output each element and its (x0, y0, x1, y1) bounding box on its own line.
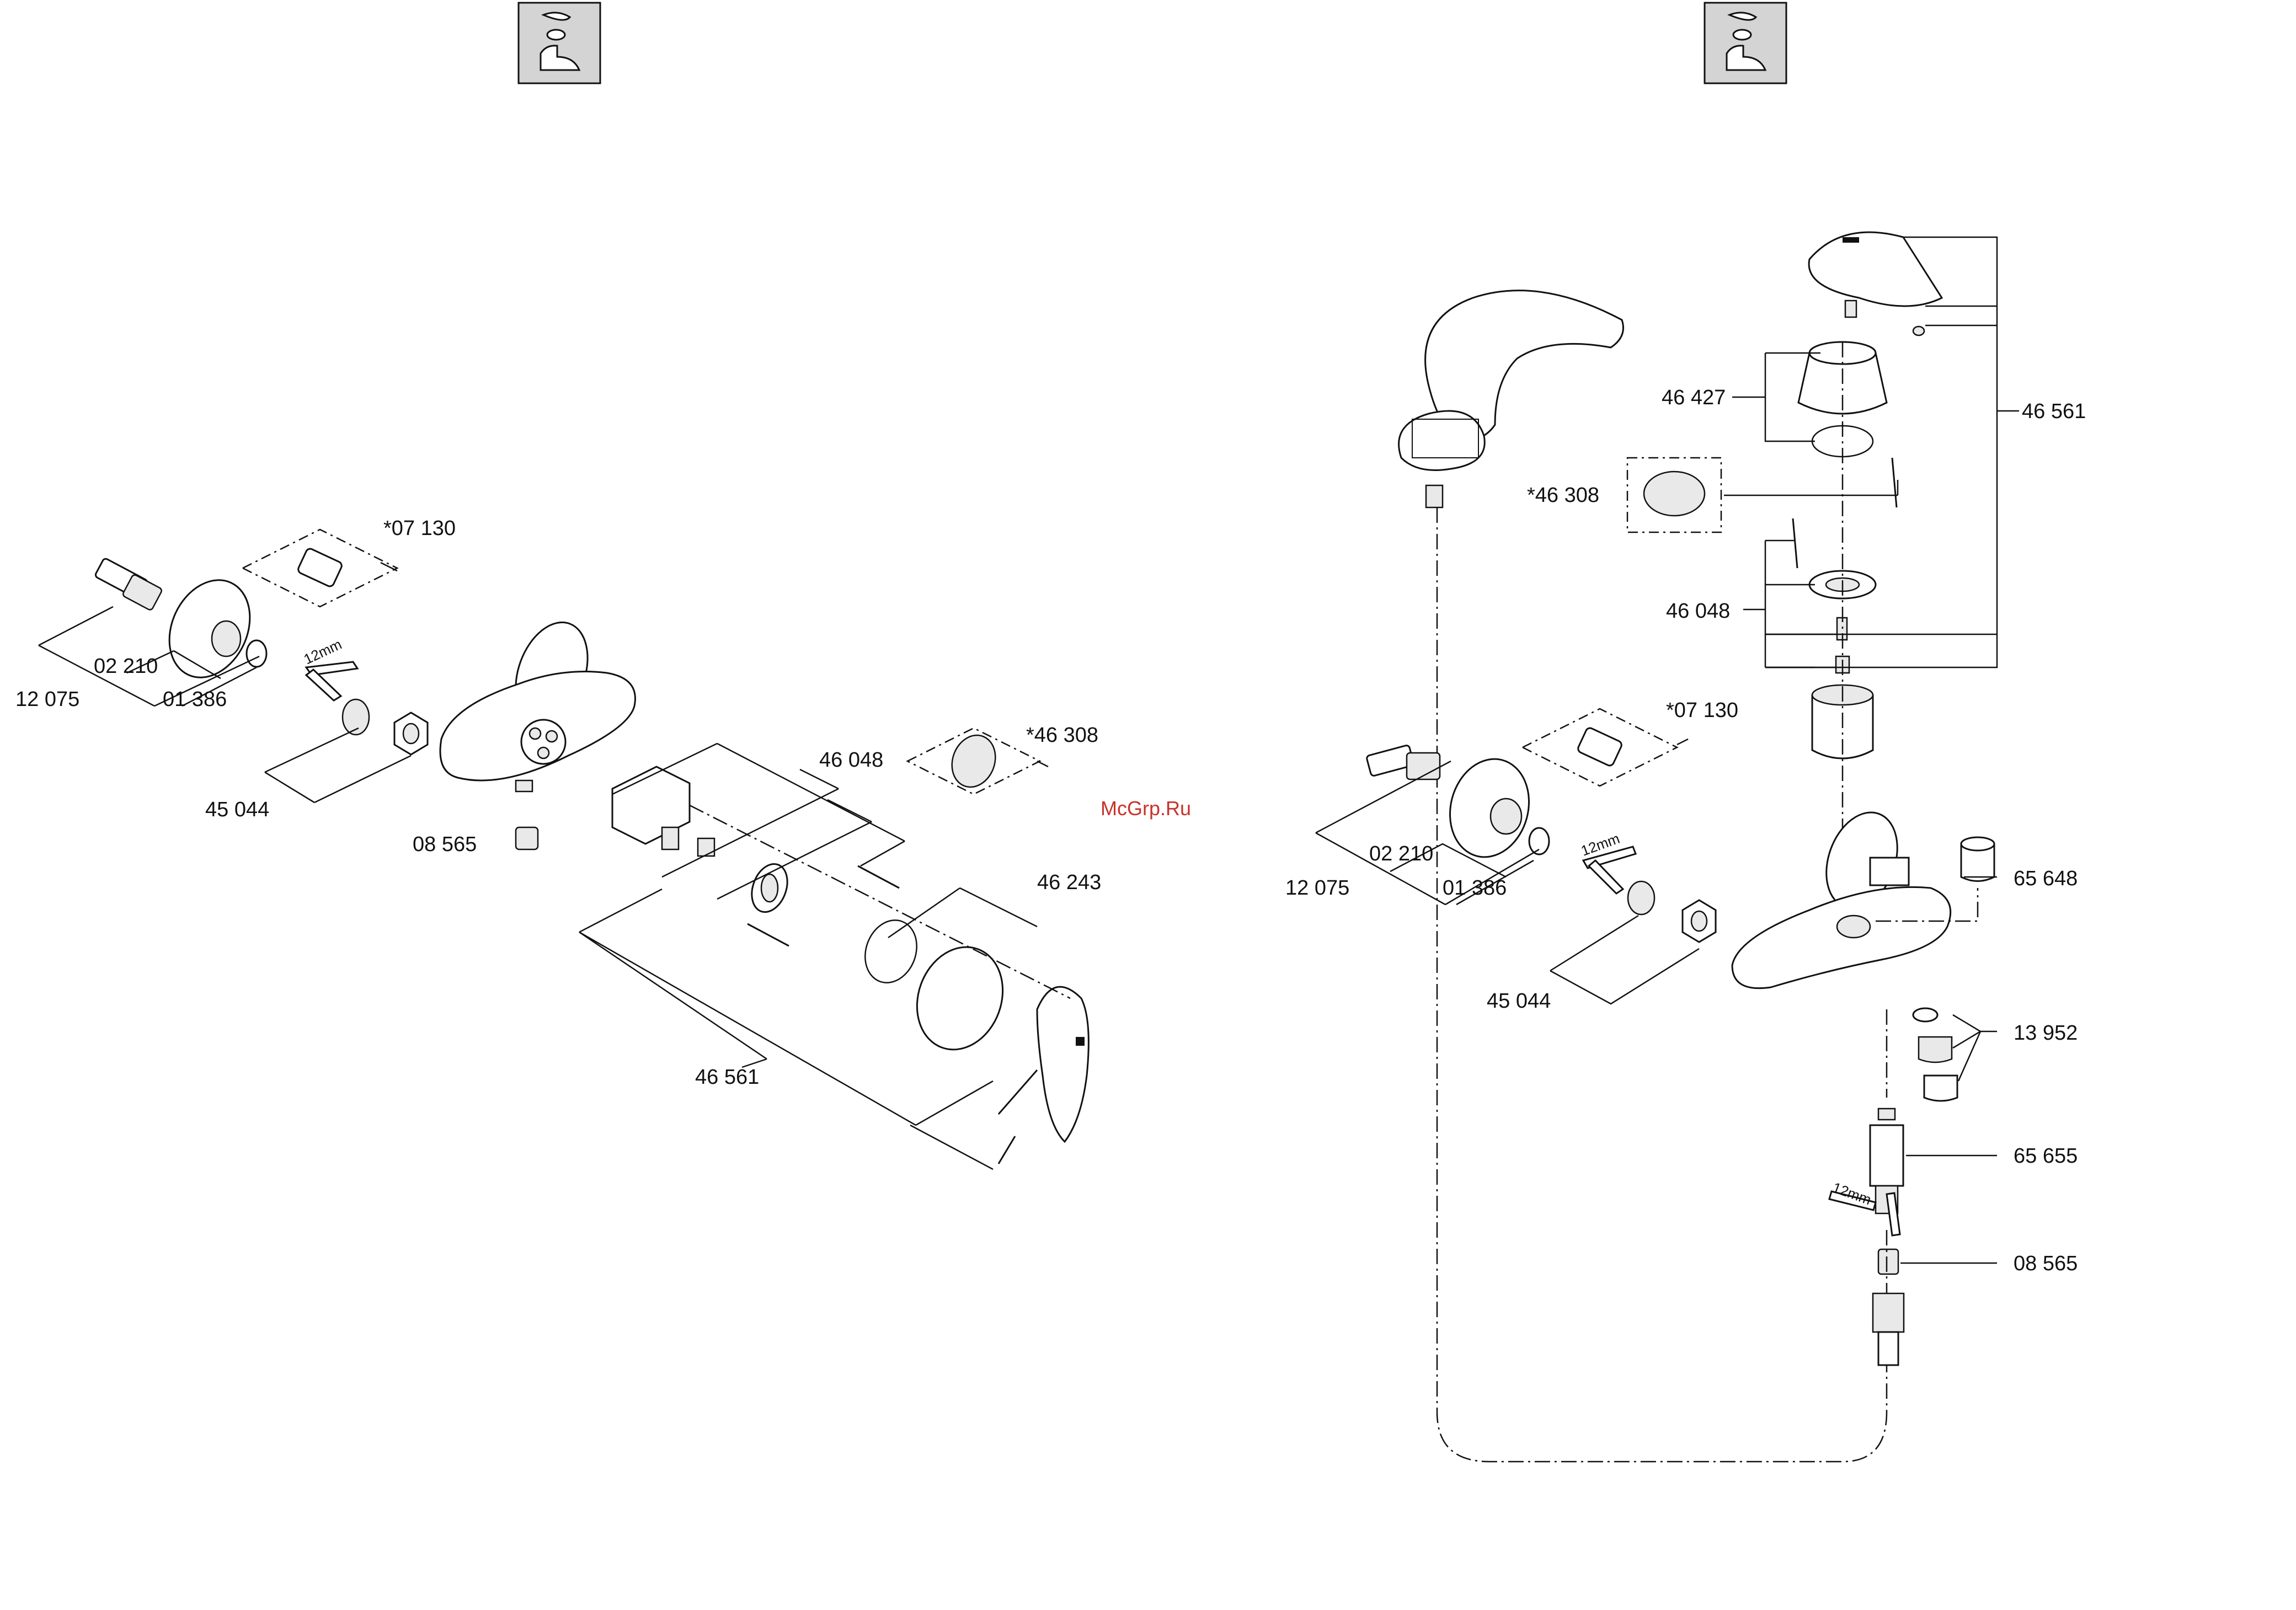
connector-nipple (1366, 745, 1440, 779)
bolt (1793, 518, 1797, 568)
label-46308: *46 308 (1026, 724, 1098, 747)
o-ring (857, 913, 925, 990)
label-45044: 45 044 (1487, 989, 1551, 1013)
union-nut (1683, 900, 1716, 942)
label-46243: 46 243 (1037, 871, 1101, 894)
faucet-assembly-icon (519, 3, 600, 83)
left-assembly: 12mm (15, 517, 1101, 1169)
hex-wrench: 12mm (301, 636, 357, 700)
washer (1913, 1008, 1937, 1021)
locking-ring (745, 859, 793, 917)
label-65648: 65 648 (2014, 867, 2078, 890)
label-46561: 46 561 (2022, 400, 2086, 423)
label-01386: 01 386 (1443, 876, 1507, 900)
label-08565: 08 565 (2014, 1252, 2078, 1275)
label-07130: *07 130 (383, 517, 456, 540)
aerator (1919, 1037, 1957, 1101)
lever-handle (1809, 232, 1942, 335)
washer (1529, 828, 1549, 854)
cartridge (612, 767, 714, 856)
label-08565: 08 565 (413, 833, 477, 856)
label-46048: 46 048 (1666, 600, 1730, 623)
label-46048: 46 048 (819, 748, 883, 772)
faucet-assembly-icon (1705, 3, 1786, 83)
dashed-box-46308 (1627, 458, 1721, 532)
dashed-box-07130 (1523, 709, 1677, 786)
hand-shower (1399, 291, 1624, 507)
washer (247, 640, 266, 667)
label-65655: 65 655 (2014, 1144, 2078, 1168)
dashed-box-07130 (243, 529, 397, 607)
union-nut (394, 713, 428, 755)
flow-restrictor (516, 827, 538, 849)
flow-restrictor (1878, 1249, 1898, 1274)
label-46561: 46 561 (695, 1066, 759, 1089)
label-01386: 01 386 (163, 688, 227, 711)
lever-handle (999, 987, 1088, 1164)
label-46308: *46 308 (1527, 484, 1599, 507)
watermark: McGrp.Ru (1101, 797, 1191, 820)
label-12075: 12 075 (15, 688, 79, 711)
hose-connector (1873, 1293, 1904, 1365)
label-13952: 13 952 (2014, 1021, 2078, 1045)
check-valve (1628, 881, 1654, 914)
button-65648 (1961, 837, 1994, 881)
sleeve (903, 935, 1017, 1062)
mixer-body (1732, 803, 1951, 988)
escutcheon-rosette (1439, 750, 1540, 866)
shower-hose-path (1437, 507, 1887, 1462)
label-07130: *07 130 (1666, 699, 1738, 722)
label-45044: 45 044 (205, 798, 269, 821)
right-assembly: 12mm 12mm (1285, 232, 2086, 1462)
dashed-box-46308 (907, 728, 1040, 794)
label-12075: 12 075 (1285, 876, 1349, 900)
label-46427: 46 427 (1662, 386, 1726, 409)
label-02210: 02 210 (94, 655, 158, 678)
mixer-body (440, 612, 635, 791)
connector-nipple (94, 558, 162, 611)
label-02210: 02 210 (1369, 842, 1433, 865)
bolt (1892, 458, 1897, 507)
hex-wrench: 12mm (1579, 830, 1636, 894)
